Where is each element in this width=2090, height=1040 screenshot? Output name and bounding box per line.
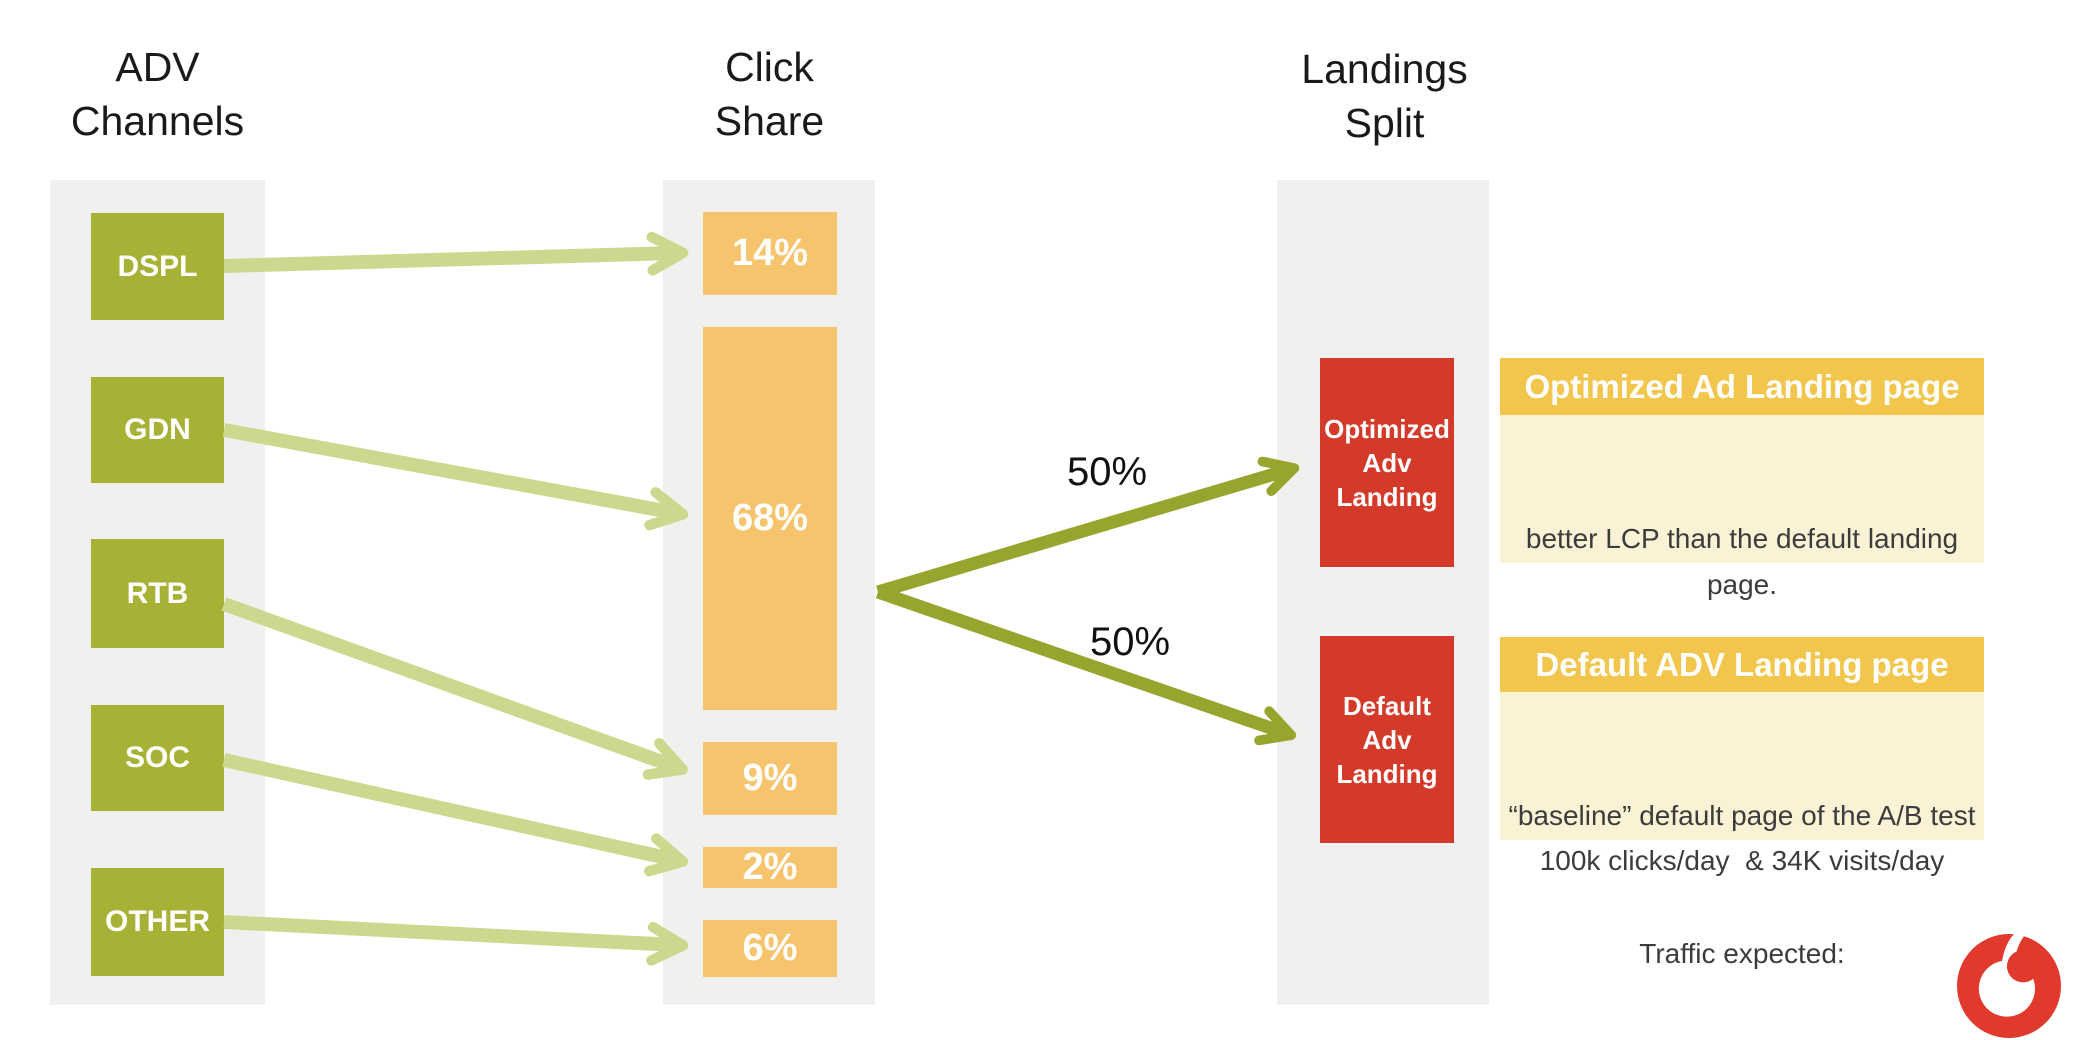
landing-label: Optimized Adv Landing (1324, 413, 1450, 512)
share-node-14: 14% (703, 212, 837, 295)
landing-node-optimized: Optimized Adv Landing (1320, 358, 1454, 567)
card-body: better LCP than the default landing page… (1500, 415, 1984, 876)
card-title: Optimized Ad Landing page (1500, 358, 1984, 415)
card-default-landing: Default ADV Landing page “baseline” defa… (1500, 637, 1984, 969)
share-node-9: 9% (703, 742, 837, 815)
card-line: better LCP than the default landing page… (1525, 523, 1966, 600)
card-optimized-landing: Optimized Ad Landing page better LCP tha… (1500, 358, 1984, 876)
arrow-other-to-6 (223, 915, 689, 966)
arrow-rtb-to-9 (221, 597, 688, 780)
arrow-dspl-to-14 (223, 231, 689, 276)
share-label: 6% (742, 927, 798, 969)
channel-node-gdn: GDN (91, 377, 224, 483)
channel-node-dspl: DSPL (91, 213, 224, 320)
card-line: “baseline” default page of the A/B test (1508, 800, 1976, 831)
split-label-top: 50% (1066, 450, 1148, 494)
column-landings-split (1277, 180, 1489, 1005)
arrow-gdn-to-68 (222, 423, 689, 531)
channel-label: SOC (124, 741, 190, 774)
channel-node-other: OTHER (91, 868, 224, 976)
share-label: 2% (742, 846, 798, 888)
arrow-soc-to-2 (222, 753, 689, 877)
card-body: “baseline” default page of the A/B test … (1500, 692, 1984, 969)
header-click-share: Click Share (714, 44, 825, 144)
card-line: 100k clicks/day & 34K visits/day (1539, 845, 1945, 876)
split-label-bottom: 50% (1089, 620, 1171, 664)
channel-label: DSPL (117, 249, 198, 283)
header-landings-split: Landings Split (1301, 46, 1468, 146)
card-title: Default ADV Landing page (1500, 637, 1984, 692)
landing-label: Default Adv Landing (1336, 690, 1438, 789)
share-label: 9% (742, 757, 798, 799)
share-label: 14% (731, 232, 809, 274)
channel-node-soc: SOC (91, 705, 224, 811)
landing-node-default: Default Adv Landing (1320, 636, 1454, 843)
channel-label: OTHER (105, 905, 210, 938)
share-label: 68% (731, 497, 809, 539)
channel-label: RTB (126, 576, 189, 610)
card-line: Traffic expected: (1639, 938, 1845, 969)
vodafone-logo-icon (1957, 934, 2061, 1038)
share-node-6: 6% (703, 920, 837, 977)
share-node-68: 68% (703, 327, 837, 710)
channel-label: GDN (124, 413, 191, 446)
channel-node-rtb: RTB (91, 539, 224, 648)
header-adv-channels: ADV Channels (70, 44, 245, 144)
share-node-2: 2% (703, 846, 837, 888)
